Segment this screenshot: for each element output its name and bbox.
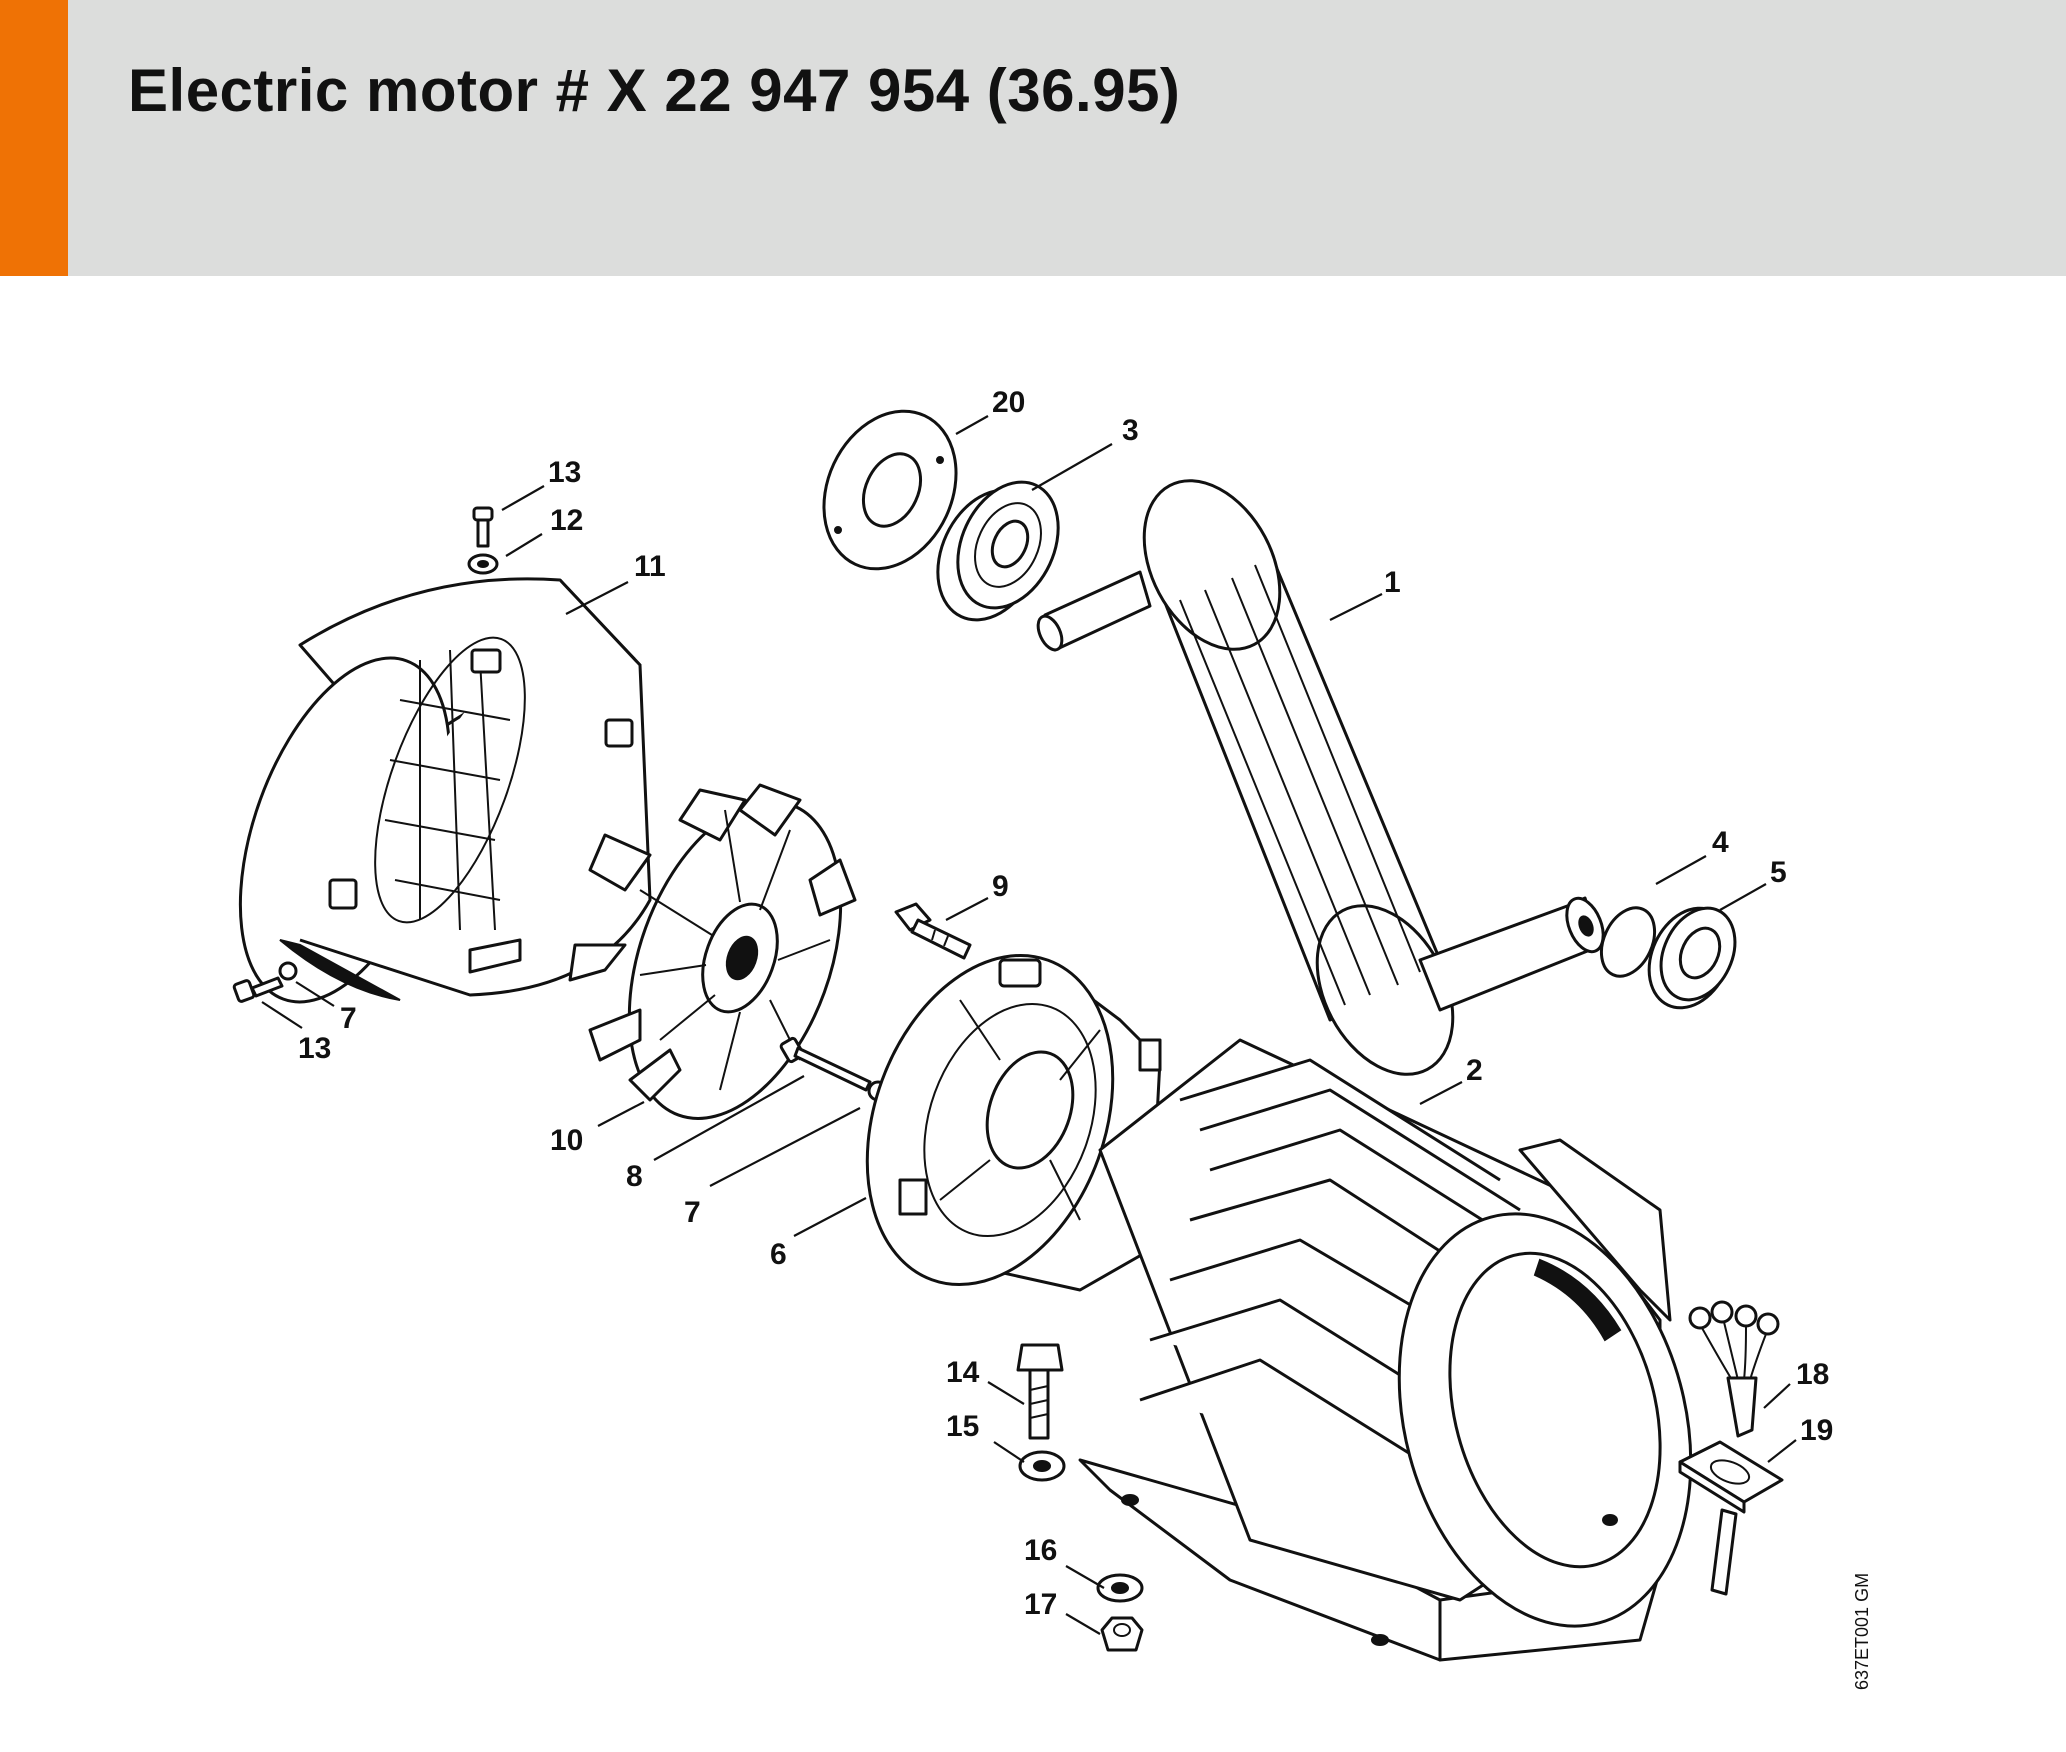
callout-15: 15 [946, 1410, 979, 1443]
callout-12: 12 [550, 504, 583, 537]
part-bolt-9 [894, 902, 972, 960]
part-screw-and-washer-top [467, 506, 499, 575]
part-washer-and-nut [1096, 1573, 1144, 1652]
callout-3: 3 [1122, 414, 1139, 447]
callout-18: 18 [1796, 1358, 1829, 1391]
callout-11: 11 [634, 550, 666, 583]
part-shaft-seal [1647, 906, 1737, 1010]
callout-7-middle: 7 [684, 1196, 701, 1229]
callout-8: 8 [626, 1160, 643, 1193]
callout-6: 6 [770, 1238, 787, 1271]
callout-2: 2 [1466, 1054, 1483, 1087]
part-long-screw-and-lockwasher [779, 1036, 889, 1102]
header-bar: Electric motor # X 22 947 954 (36.95) [0, 0, 2066, 276]
part-end-shield [865, 953, 1162, 1292]
callout-20: 20 [992, 386, 1025, 419]
part-thrust-plate [822, 409, 958, 571]
callout-labels: 20 3 1 4 5 13 12 11 9 7 13 10 8 7 6 2 14… [298, 386, 1833, 1621]
callout-16: 16 [1024, 1534, 1057, 1567]
callout-4: 4 [1712, 826, 1729, 859]
exploded-parts-diagram: 20 3 1 4 5 13 12 11 9 7 13 10 8 7 6 2 14… [232, 386, 1872, 1690]
callout-14: 14 [946, 1356, 980, 1389]
callout-13-left: 13 [298, 1032, 331, 1065]
callout-19: 19 [1800, 1414, 1833, 1447]
callout-5: 5 [1770, 856, 1787, 889]
callout-13-top: 13 [548, 456, 581, 489]
part-rotor [1036, 479, 1605, 1076]
part-o-ring [1599, 906, 1657, 978]
callout-7-left: 7 [340, 1002, 357, 1035]
part-ball-bearing [936, 480, 1060, 622]
part-stator-housing [1078, 1038, 1693, 1662]
drawing-code: 637ET001 GM [1852, 1573, 1872, 1690]
page-title: Electric motor # X 22 947 954 (36.95) [128, 57, 1181, 124]
part-cable-gland [1678, 1440, 1784, 1596]
callout-9: 9 [992, 870, 1009, 903]
part-bolt-and-washer [1016, 1343, 1066, 1482]
callout-10: 10 [550, 1124, 583, 1157]
part-fan-wheel [568, 783, 857, 1120]
callout-1: 1 [1384, 566, 1401, 599]
callout-17: 17 [1024, 1588, 1057, 1621]
part-fan-cowl [238, 577, 652, 1004]
header-accent-stripe [0, 0, 68, 276]
part-screw-and-lockwasher-left [232, 961, 298, 1003]
leader-lines [261, 415, 1797, 1635]
part-connection-cable [1688, 1300, 1780, 1438]
